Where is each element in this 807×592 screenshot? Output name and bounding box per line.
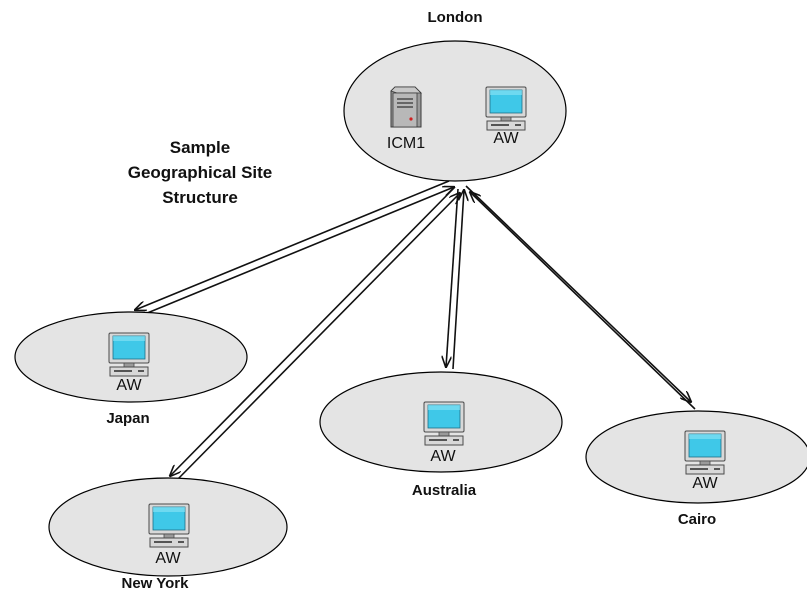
workstation-label-japan: AW bbox=[116, 377, 142, 394]
link-london-australia bbox=[446, 189, 464, 370]
site-name-new-york: New York bbox=[122, 575, 190, 592]
site-cairo: AW Cairo bbox=[585, 410, 807, 528]
connection-links bbox=[135, 180, 696, 482]
computer-monitor-icon bbox=[485, 86, 527, 131]
server-tower-icon bbox=[390, 86, 422, 128]
site-name-london: London bbox=[428, 9, 483, 26]
link-london-new-york bbox=[170, 186, 460, 482]
title-line-2: Geographical Site bbox=[128, 163, 273, 182]
computer-monitor-icon bbox=[108, 332, 150, 377]
site-name-japan: Japan bbox=[106, 410, 149, 427]
title-line-3: Structure bbox=[162, 188, 238, 207]
title-line-1: Sample bbox=[170, 138, 230, 157]
site-australia: AW Australia bbox=[319, 371, 563, 499]
link-london-cairo bbox=[465, 185, 696, 410]
workstation-label-cairo: AW bbox=[692, 475, 718, 492]
site-name-cairo: Cairo bbox=[678, 511, 716, 528]
computer-monitor-icon bbox=[423, 401, 465, 446]
site-ellipse-london bbox=[343, 40, 567, 182]
computer-monitor-icon bbox=[684, 430, 726, 475]
link-london-japan bbox=[135, 180, 454, 317]
computer-monitor-icon bbox=[148, 503, 190, 548]
diagram-title: Sample Geographical Site Structure bbox=[128, 138, 273, 207]
site-name-australia: Australia bbox=[412, 482, 477, 499]
workstation-label-australia: AW bbox=[430, 448, 456, 465]
site-london: London ICM1 AW bbox=[343, 9, 567, 182]
server-label-icm1: ICM1 bbox=[387, 135, 425, 152]
workstation-label-new-york: AW bbox=[155, 550, 181, 567]
site-japan: AW Japan bbox=[14, 311, 248, 427]
workstation-label-london: AW bbox=[493, 130, 519, 147]
site-new-york: AW New York bbox=[48, 477, 288, 592]
